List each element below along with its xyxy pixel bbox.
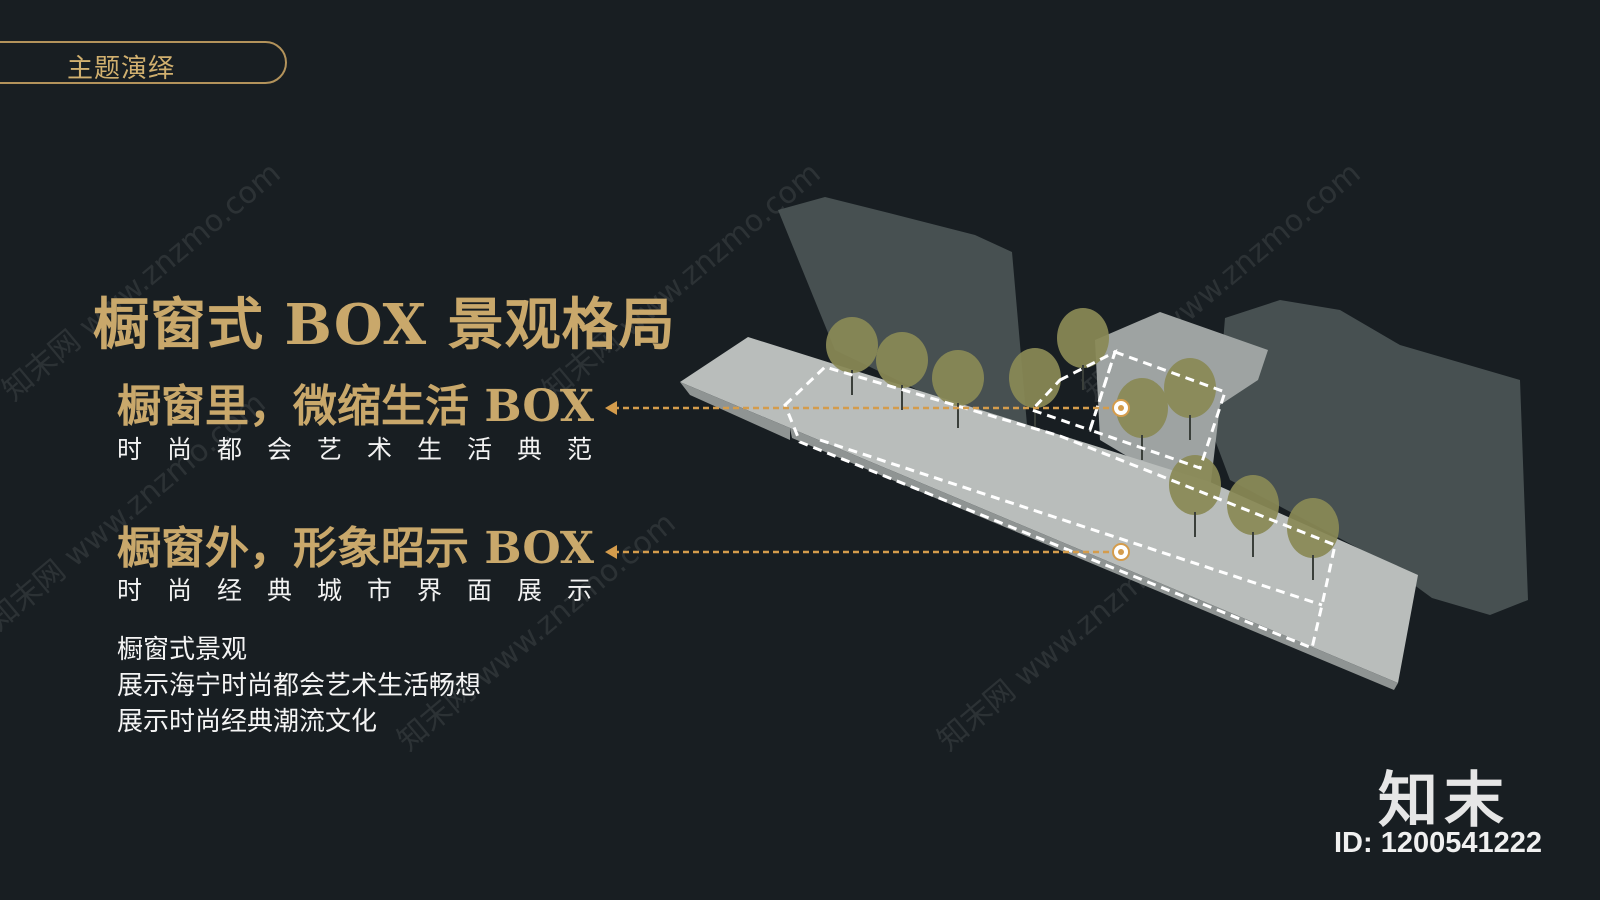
box-outside-heading: 橱窗外，形象昭示 BOX: [117, 523, 595, 574]
building-right: [1215, 300, 1528, 615]
asset-id: ID: 1200541222: [1334, 827, 1542, 859]
site-slab: [680, 337, 1418, 683]
section-tag-label: 主题演绎: [67, 54, 176, 84]
description-line: 展示海宁时尚都会艺术生活畅想: [117, 671, 482, 701]
box-divider: [819, 438, 1323, 607]
inner-box-outline-2: [1029, 349, 1118, 432]
tree-trunks: [851, 365, 1314, 580]
box-outside-subtitle: 时尚经典城市界面展示: [117, 576, 618, 605]
box-inside-heading: 橱窗里，微缩生活 BOX: [117, 381, 595, 432]
description-line: 橱窗式景观: [117, 635, 248, 665]
section-tag: 主题演绎: [0, 41, 287, 84]
brand-logo: 知末: [1378, 766, 1510, 836]
description: 橱窗式景观 展示海宁时尚都会艺术生活畅想 展示时尚经典潮流文化: [117, 632, 481, 740]
outer-box-outline: [783, 365, 1337, 651]
box-inside-subtitle: 时尚都会艺术生活典范: [117, 435, 618, 464]
arrow-left-icon: [605, 545, 617, 559]
arrow-left-icon: [605, 401, 617, 415]
site-slab-side: [680, 382, 790, 440]
description-line: 展示时尚经典潮流文化: [117, 707, 378, 737]
page-title: 橱窗式 BOX 景观格局: [93, 292, 676, 358]
inner-box-outline: [1088, 350, 1227, 470]
